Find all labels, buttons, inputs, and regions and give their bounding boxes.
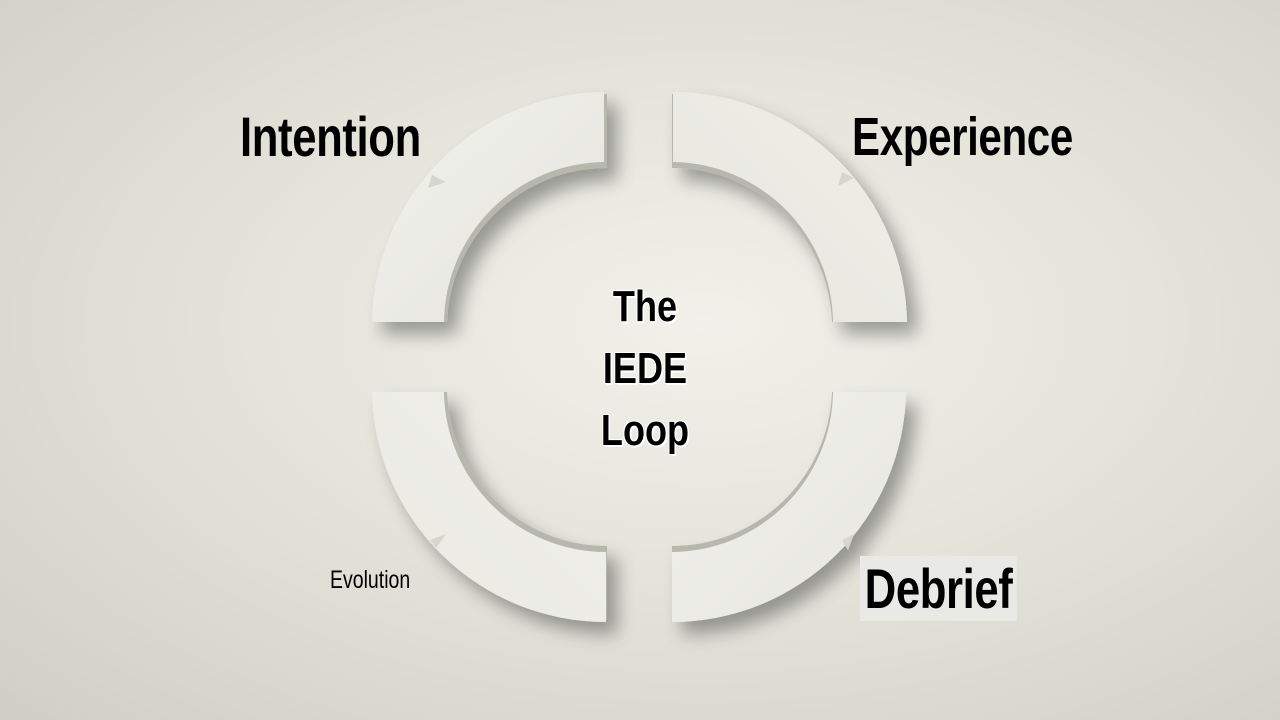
diagram-center-title: The IEDE Loop: [560, 276, 730, 462]
segment-debrief: [672, 392, 906, 622]
arrow-tip-icon: [842, 534, 854, 550]
stage-label-experience: Experience: [852, 107, 1073, 167]
arrow-tip-icon: [430, 534, 446, 548]
center-title-line-2: IEDE: [602, 344, 688, 393]
stage-label-debrief: Debrief: [860, 556, 1018, 621]
center-title-line-3: Loop: [600, 406, 690, 455]
stage-label-evolution: Evolution: [330, 566, 411, 594]
segment-evolution: [372, 392, 607, 622]
stage-label-intention: Intention: [240, 105, 421, 168]
arrow-tip-icon: [838, 172, 854, 186]
segment-intention: [372, 92, 607, 322]
arrow-tip-icon: [428, 175, 446, 188]
center-title-line-1: The: [612, 282, 678, 331]
segment-experience: [672, 92, 907, 322]
